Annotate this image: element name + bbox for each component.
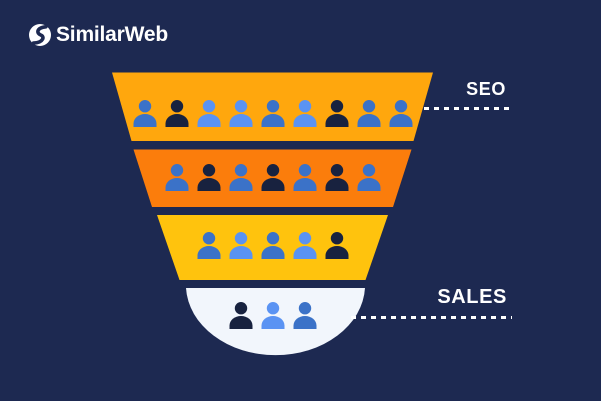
logo-swirl: [31, 25, 48, 45]
person-icon: [357, 164, 381, 191]
seo-dashed-line: [424, 107, 513, 110]
person-icon: [165, 100, 189, 127]
person-icon: [261, 232, 285, 259]
person-icon: [261, 164, 285, 191]
person-icon: [197, 164, 221, 191]
person-icon: [293, 164, 317, 191]
person-icon: [197, 100, 221, 127]
person-icon: [165, 164, 189, 191]
person-icon: [229, 302, 253, 329]
funnel-stage-2: [133, 149, 412, 207]
person-icon: [229, 232, 253, 259]
sales-dashed-line: [351, 316, 512, 319]
person-icon: [197, 232, 221, 259]
person-icon: [325, 100, 349, 127]
person-icon: [293, 100, 317, 127]
person-icon: [261, 100, 285, 127]
funnel-stage-1-seo-top: [112, 72, 433, 141]
similarweb-logo-icon: [29, 24, 51, 46]
person-icon: [357, 100, 381, 127]
person-icon: [229, 164, 253, 191]
person-icon: [133, 100, 157, 127]
seo-label: SEO: [466, 79, 506, 99]
person-icon: [389, 100, 413, 127]
logo-text: SimilarWeb: [56, 23, 168, 46]
person-icon: [325, 164, 349, 191]
person-icon: [325, 232, 349, 259]
person-icon: [229, 100, 253, 127]
person-icon: [293, 232, 317, 259]
person-icon: [293, 302, 317, 329]
similarweb-logo: SimilarWeb: [28, 23, 168, 47]
person-icon: [261, 302, 285, 329]
funnel-stage-4-sales-bottom: [186, 288, 365, 356]
sales-label: SALES: [437, 286, 507, 308]
funnel-stage-3: [157, 215, 388, 280]
